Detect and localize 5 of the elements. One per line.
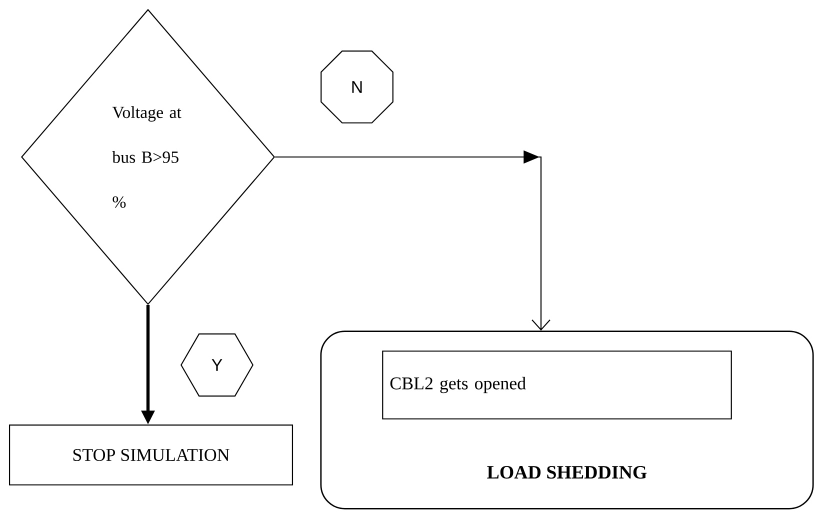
octagon-label: N (320, 50, 394, 124)
hexagon-label: Y (180, 333, 254, 397)
process-box: CBL2 gets opened (382, 350, 732, 420)
arrow (275, 150, 550, 331)
process-box: STOP SIMULATION (8, 424, 294, 486)
